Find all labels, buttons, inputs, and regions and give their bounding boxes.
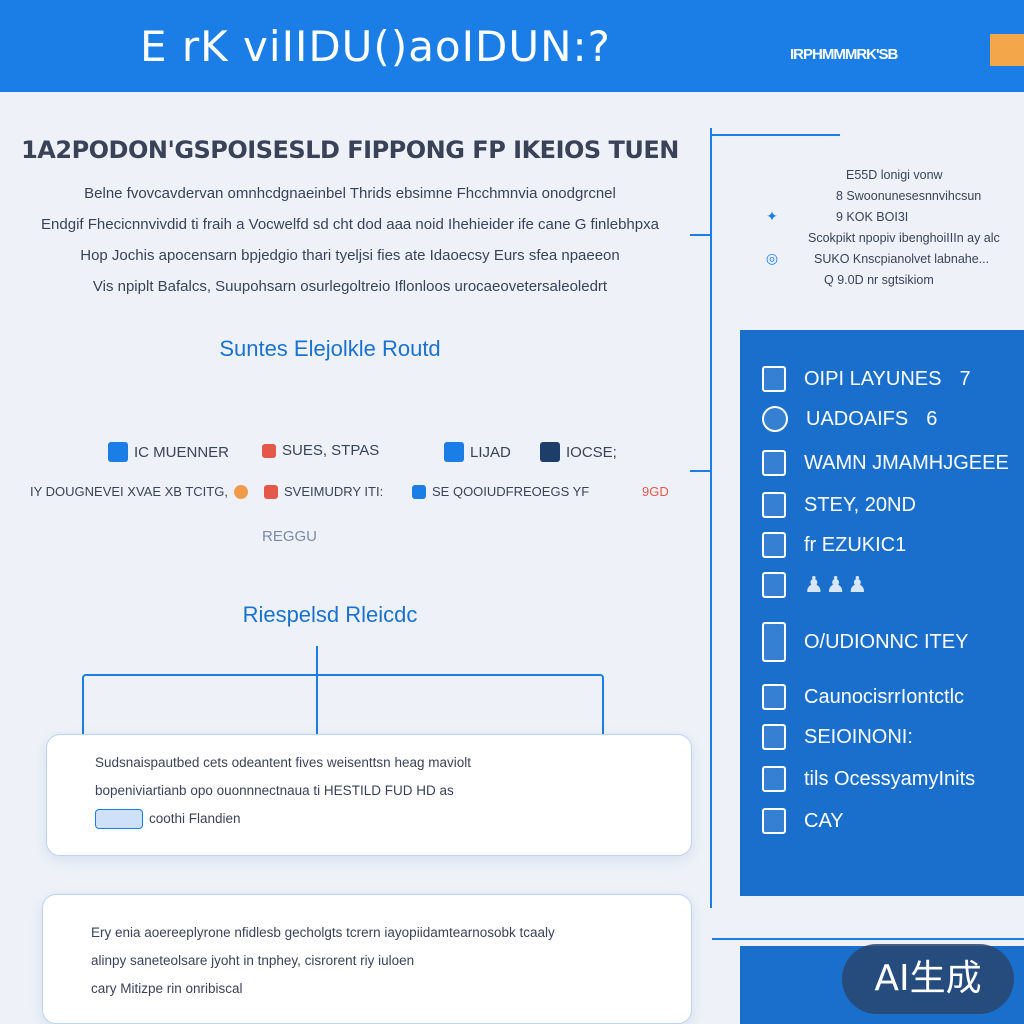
- service-label: SE QOOIUDFREOEGS YF: [432, 484, 590, 499]
- service-label: IC MUENNER: [134, 443, 230, 461]
- service-item[interactable]: SVEIMUDRY ITI:: [264, 484, 383, 499]
- intro-line: Belne fvovcavdervan omnhcdgnaeinbel Thri…: [84, 185, 616, 202]
- doc-icon: [412, 484, 426, 499]
- chat-icon: [108, 442, 128, 462]
- panel-item[interactable]: UADOAIFS 6: [762, 406, 937, 432]
- service-item[interactable]: SUES, STPAS: [262, 442, 379, 459]
- card-line: coothi Flandien: [95, 805, 669, 833]
- grid-icon: [762, 450, 786, 476]
- info-item: ◎ SUKO Knscpianolvet labnahe...: [760, 248, 1020, 269]
- divider-tick-low: [690, 470, 712, 472]
- panel-item[interactable]: SEIOINONI:: [762, 724, 913, 750]
- service-item[interactable]: IC MUENNER: [108, 442, 229, 462]
- service-label: SUES, STPAS: [282, 442, 380, 459]
- panel-item[interactable]: ♟♟♟: [762, 572, 869, 598]
- panel-connector-bottom: [712, 938, 1024, 940]
- info-item: 8 Swoonunesesnnvihcsun: [836, 188, 982, 203]
- pen-icon: [444, 442, 464, 462]
- service-label: LIJAD: [470, 443, 511, 461]
- folder-icon: [762, 724, 786, 750]
- panel-item[interactable]: CaunocisrrIontctlc: [762, 684, 964, 710]
- people-icon: [762, 572, 786, 598]
- divider-vertical: [710, 128, 712, 908]
- panel-item[interactable]: STEY, 20ND: [762, 492, 916, 518]
- services-heading: Suntes Elejolkle Routd: [219, 336, 441, 361]
- response-card[interactable]: Sudsnaispautbed cets odeantent fives wei…: [46, 734, 692, 856]
- list-icon: [762, 366, 786, 392]
- ai-generated-watermark: AI生成: [842, 944, 1014, 1014]
- tag-icon: [762, 808, 786, 834]
- panel-item[interactable]: tils OcessyamyInits: [762, 766, 975, 792]
- clock-icon: [762, 406, 788, 432]
- info-item: ✦ 9 KOK BOI3I: [760, 206, 1020, 227]
- card-line: Sudsnaispautbed cets odeantent fives wei…: [95, 755, 471, 770]
- people-figures-icon: ♟♟♟: [804, 572, 870, 597]
- services-row-2: IY DOUGNEVEI XVAE XB TCITG, SVEIMUDRY IT…: [0, 484, 700, 514]
- card-tag-icon: [95, 809, 143, 830]
- services-row-1: IC MUENNER SUES, STPAS LIJAD IOCSE;: [0, 442, 700, 472]
- service-item[interactable]: SE QOOIUDFREOEGS YF: [412, 484, 589, 499]
- intro-heading: 1A2PODON'GSPOISESLD FIPPONG FP IKEIOS TU…: [21, 136, 679, 164]
- intro-line: Endgif Fhecicnnvivdid ti fraih a Vocwelf…: [41, 216, 659, 233]
- app-header: E rK viIIDU()aoIDUN:? IRPHMMMRK'SB: [0, 0, 1024, 92]
- services-row-3: REGGU: [0, 528, 700, 558]
- card-line: cary Mitizpe rin onribiscal: [91, 981, 243, 996]
- header-corner-block[interactable]: [990, 34, 1024, 66]
- service-item[interactable]: IY DOUGNEVEI XVAE XB TCITG,: [30, 484, 248, 499]
- panel-item[interactable]: WAMN JMAMHJGEEE: [762, 450, 1009, 476]
- panel-item[interactable]: fr EZUKIC1: [762, 532, 906, 558]
- card-line: bopeniviartianb opo ouonnnectnaua ti HES…: [95, 783, 454, 798]
- location-icon: ◎: [765, 250, 779, 266]
- service-label: REGGU: [262, 528, 318, 545]
- connector-bracket: [82, 674, 604, 738]
- intro-line: Hop Jochis apocensarn bpjedgio thari tye…: [80, 247, 620, 264]
- service-label: IY DOUGNEVEI XVAE XB TCITG,: [30, 484, 228, 499]
- service-label: SVEIMUDRY ITI:: [284, 484, 384, 499]
- flag-icon: [264, 484, 278, 499]
- calendar-icon: [762, 684, 786, 710]
- panel-item[interactable]: O/UDIONNC ITEY: [762, 622, 968, 662]
- info-item: Q 9.0D nr sgtsikiom: [824, 272, 934, 287]
- service-item[interactable]: LIJAD: [444, 442, 511, 462]
- responses-heading: Riespelsd Rleicdc: [242, 602, 418, 627]
- edit-icon: [762, 532, 786, 558]
- divider-tick-top: [712, 134, 840, 136]
- chart-icon: [762, 766, 786, 792]
- intro-line: Vis npiplt Bafalcs, Suupohsarn osurlegol…: [92, 278, 608, 295]
- service-label: IOCSE;: [566, 443, 617, 461]
- panel-item[interactable]: CAY: [762, 808, 844, 834]
- card-line: Ery enia aoereeplyrone nfidlesb gecholgt…: [91, 925, 555, 940]
- connector-stem: [316, 646, 318, 746]
- document-icon: [762, 622, 786, 662]
- share-icon: [540, 442, 560, 462]
- info-item: E55D lonigi vonw: [846, 167, 943, 182]
- card-line: alinpy saneteolsare jyoht in tnphey, cis…: [91, 953, 415, 968]
- info-list: E55D lonigi vonw 8 Swoonunesesnnvihcsun …: [760, 164, 1020, 290]
- side-panel: OIPI LAYUNES 7 UADOAIFS 6 WAMN JMAMHJGEE…: [740, 330, 1024, 896]
- service-label: 9GD: [642, 484, 669, 499]
- pin-icon: ✦: [766, 208, 778, 224]
- divider-tick-mid: [690, 234, 712, 236]
- app-title: E rK viIIDU()aoIDUN:?: [140, 22, 611, 71]
- panel-item[interactable]: OIPI LAYUNES 7: [762, 366, 971, 392]
- bookmark-icon: [762, 492, 786, 518]
- service-item[interactable]: 9GD: [642, 484, 669, 499]
- service-item[interactable]: REGGU: [262, 528, 317, 545]
- dot-icon: [233, 484, 248, 499]
- response-card[interactable]: Ery enia aoereeplyrone nfidlesb gecholgt…: [42, 894, 692, 1024]
- info-item: Scokpikt npopiv ibenghoiIIIn ay alc: [808, 230, 1000, 245]
- intro-paragraph: Belne fvovcavdervan omnhcdgnaeinbel Thri…: [20, 178, 680, 302]
- header-badge[interactable]: IRPHMMMRK'SB: [790, 46, 898, 63]
- star-icon: [262, 443, 276, 458]
- service-item[interactable]: IOCSE;: [540, 442, 617, 462]
